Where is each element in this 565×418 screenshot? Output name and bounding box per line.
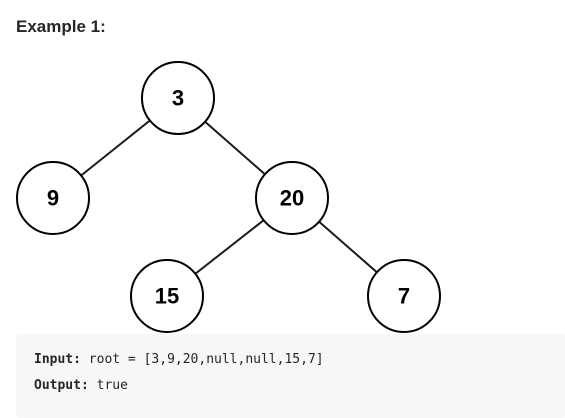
node-circle (16, 161, 90, 235)
tree-node-7: 7 (367, 259, 441, 333)
node-label: 7 (398, 284, 410, 309)
node-circle (130, 259, 204, 333)
node-circle (367, 259, 441, 333)
node-label: 15 (155, 284, 179, 309)
tree-node-20: 20 (255, 161, 329, 235)
node-circle (141, 61, 215, 135)
output-value: true (96, 378, 128, 393)
input-line: Input: root = [3,9,20,null,null,15,7] (34, 352, 324, 367)
example-heading: Example 1: (16, 17, 106, 36)
node-label: 20 (280, 186, 304, 211)
node-label: 9 (47, 186, 59, 211)
node-circle (255, 161, 329, 235)
tree-node-15: 15 (130, 259, 204, 333)
example-io-box: Input: root = [3,9,20,null,null,15,7] Ou… (16, 334, 565, 418)
input-value: root = [3,9,20,null,null,15,7] (88, 352, 324, 367)
binary-tree-diagram: 3 9 20 15 7 (16, 61, 441, 333)
tree-edges (52, 97, 405, 297)
output-key: Output: (34, 378, 89, 393)
input-key: Input: (34, 352, 81, 367)
node-label: 3 (172, 86, 184, 111)
output-line: Output: true (34, 378, 128, 393)
tree-node-3: 3 (141, 61, 215, 135)
tree-node-9: 9 (16, 161, 90, 235)
